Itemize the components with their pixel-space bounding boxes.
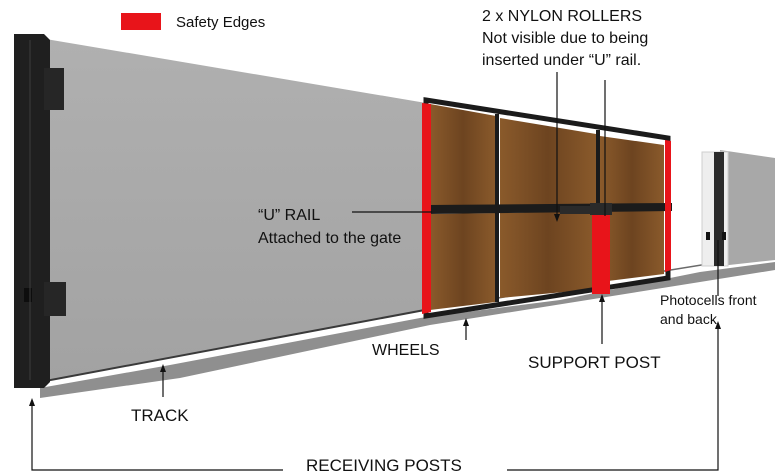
- safety-edge-left: [422, 103, 431, 314]
- leader-lines: [31, 72, 719, 471]
- receiving-post-right: [701, 151, 729, 267]
- gate-panel-4: [430, 213, 496, 310]
- track: [39, 308, 431, 383]
- gate-panel-3: [600, 136, 664, 206]
- u-rail-title: “U” RAIL: [258, 207, 321, 224]
- receiving-posts-label: RECEIVING POSTS: [306, 456, 462, 475]
- gate-panel-5: [500, 211, 596, 298]
- receiving-posts-bracket-right: [507, 325, 719, 471]
- gate-panel-1: [430, 104, 496, 210]
- rollers-title: 2 x NYLON ROLLERS: [482, 8, 643, 25]
- ground-shadow: [40, 262, 775, 398]
- boundary-wall: [22, 35, 426, 385]
- gate-panel-6: [600, 210, 664, 282]
- receiving-post-left: [14, 34, 66, 388]
- gate-panel-2: [500, 118, 596, 208]
- leader-arrowheads: [29, 214, 721, 406]
- support-post: [560, 203, 612, 294]
- photocells-label-line1: Photocells front: [660, 292, 757, 308]
- rollers-note-line1: Not visible due to being: [482, 30, 649, 47]
- track-label: TRACK: [131, 406, 189, 425]
- u-rail-note: Attached to the gate: [258, 230, 402, 247]
- support-post-label: SUPPORT POST: [528, 353, 661, 372]
- sliding-gate: [422, 97, 672, 319]
- wheels-label: WHEELS: [372, 342, 440, 359]
- photocells-label-line2: and back: [660, 311, 717, 327]
- boundary-wall-far: [720, 150, 775, 266]
- rollers-note-line2: inserted under “U” rail.: [482, 52, 642, 69]
- safety-edge-legend-label: Safety Edges: [176, 14, 266, 31]
- safety-edge-right: [665, 140, 671, 272]
- safety-edge-legend-swatch: [121, 13, 161, 30]
- receiving-posts-bracket-left: [31, 402, 283, 471]
